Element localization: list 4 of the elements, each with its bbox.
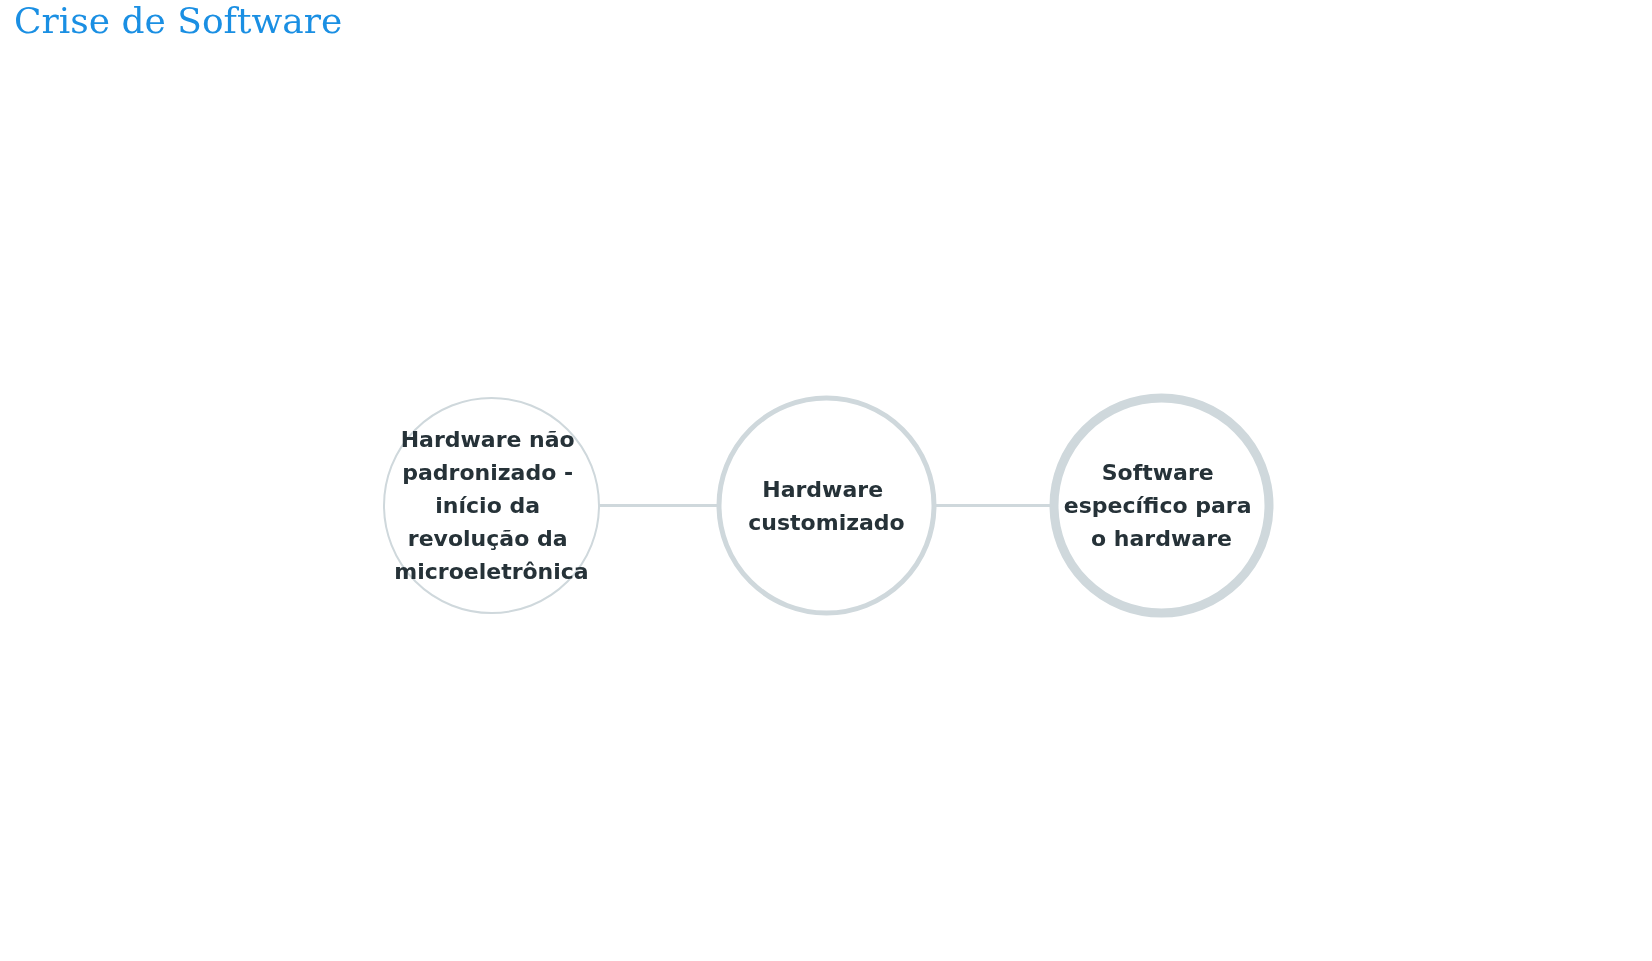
diagram-title: Crise de Software — [14, 0, 343, 41]
node-circle: Software específico para o hardware — [1049, 393, 1273, 617]
node-circle: Hardware customizado — [716, 395, 936, 615]
node-circle: Hardware não padronizado - início da revolução da microeletrônica — [382, 396, 600, 614]
